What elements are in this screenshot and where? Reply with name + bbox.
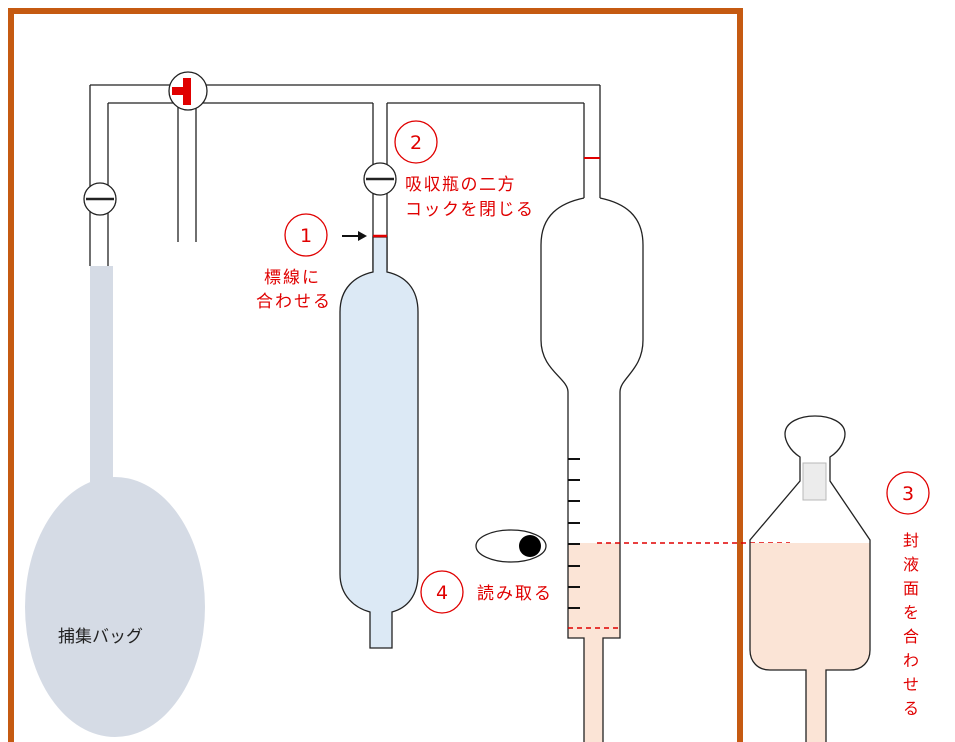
three-way-stopcock[interactable] bbox=[168, 71, 208, 111]
step-3-char: を bbox=[903, 603, 919, 622]
step-2: 2 吸収瓶の二方 コックを閉じる bbox=[394, 120, 535, 220]
apparatus-frame bbox=[8, 8, 743, 742]
arrow-icon bbox=[342, 231, 367, 241]
step-2-line1: 吸収瓶の二方 bbox=[405, 175, 516, 195]
step-1-line1: 標線に bbox=[264, 268, 321, 288]
absorption-bottle bbox=[339, 234, 419, 649]
gas-burette bbox=[540, 157, 644, 742]
step-3: 3 封 液 面 を 合 わ せ る bbox=[886, 471, 930, 718]
tubing bbox=[89, 84, 601, 270]
bag-label: 捕集バッグ bbox=[58, 627, 143, 647]
eye-icon bbox=[475, 529, 547, 563]
step-3-char: 封 bbox=[903, 531, 919, 550]
absorber-stopcock[interactable] bbox=[363, 162, 397, 196]
step-3-number: 3 bbox=[902, 483, 914, 505]
step-3-char: 面 bbox=[903, 579, 919, 598]
step-4-text: 読み取る bbox=[477, 584, 553, 604]
step-4: 4 読み取る bbox=[420, 570, 553, 614]
leveling-bottle bbox=[749, 415, 871, 742]
burette-graduations bbox=[568, 458, 580, 609]
step-3-char: 合 bbox=[903, 627, 919, 646]
collection-bag: 捕集バッグ bbox=[25, 266, 205, 737]
step-2-line2: コックを閉じる bbox=[405, 200, 535, 220]
step-2-number: 2 bbox=[410, 132, 422, 154]
step-1-line2: 合わせる bbox=[256, 292, 332, 312]
bag-stopcock[interactable] bbox=[83, 182, 117, 216]
step-3-char: 液 bbox=[903, 555, 919, 574]
step-3-char: せ bbox=[903, 675, 919, 694]
step-3-char: わ bbox=[903, 651, 919, 670]
step-3-char: る bbox=[903, 699, 919, 718]
step-1-number: 1 bbox=[300, 225, 312, 247]
step-4-number: 4 bbox=[436, 582, 448, 604]
step-1: 1 標線に 合わせる bbox=[256, 213, 332, 312]
stopper bbox=[802, 462, 827, 501]
